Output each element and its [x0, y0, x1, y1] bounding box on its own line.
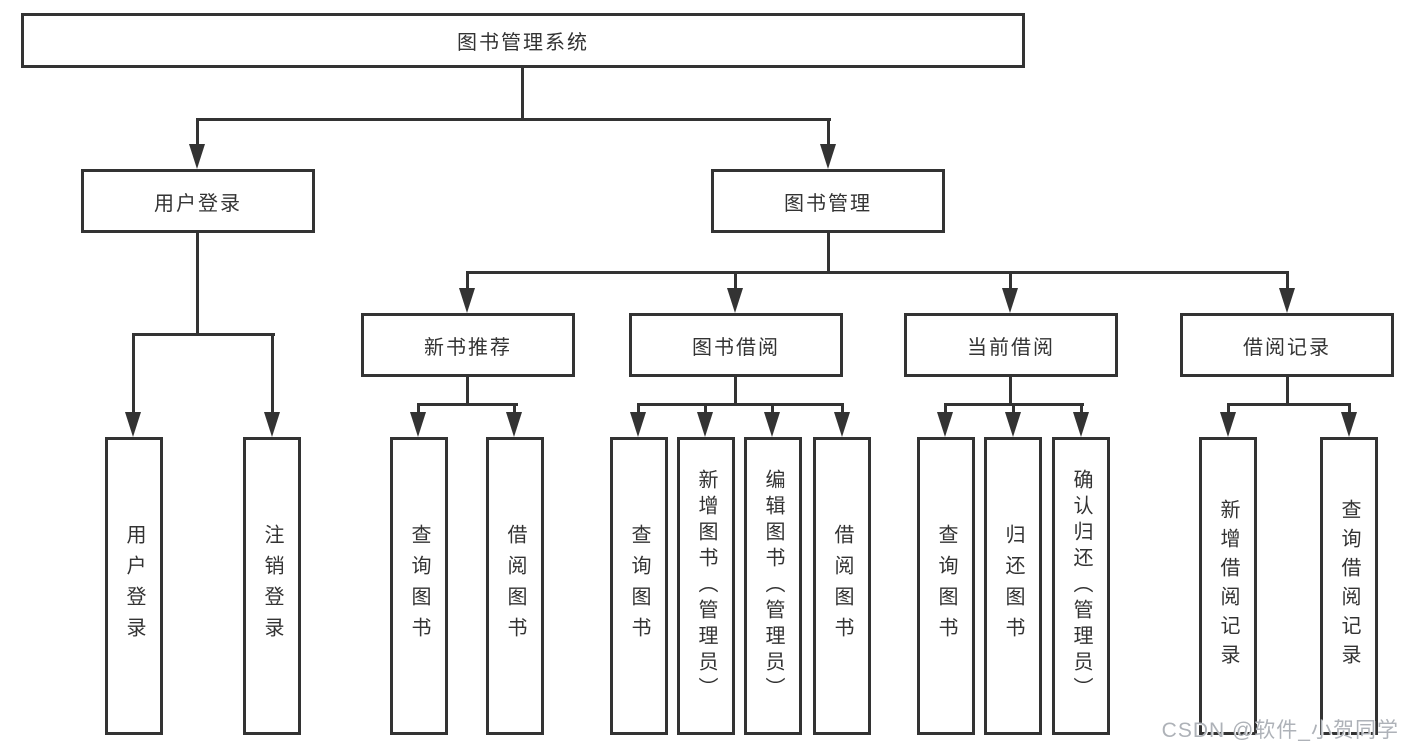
- connector-line: [841, 403, 844, 418]
- leaf-borrow-books-borrowing: 借阅图书: [813, 437, 871, 735]
- connector-line: [196, 118, 199, 150]
- leaf-logout: 注销登录: [243, 437, 301, 735]
- connector-line: [132, 333, 275, 336]
- connector-line: [1009, 271, 1012, 293]
- connector-line: [1009, 377, 1012, 406]
- leaf-query-books-borrowing: 查询图书: [610, 437, 668, 735]
- connector-line: [196, 118, 831, 121]
- leaf-add-books-admin: 新增图书（管理员）: [677, 437, 735, 735]
- connector-line: [827, 233, 830, 274]
- connector-line: [466, 377, 469, 406]
- arrowhead-down-icon: [459, 288, 475, 313]
- csdn-watermark: CSDN @软件_小贺同学: [1161, 719, 1399, 742]
- connector-line: [271, 333, 274, 418]
- connector-line: [771, 403, 774, 418]
- connector-line: [513, 403, 516, 418]
- arrowhead-down-icon: [264, 412, 280, 437]
- arrowhead-down-icon: [937, 412, 953, 437]
- leaf-confirm-return-admin: 确认归还（管理员）: [1052, 437, 1110, 735]
- node-user-login: 用户登录: [81, 169, 315, 233]
- arrowhead-down-icon: [189, 144, 205, 169]
- connector-line: [132, 333, 135, 418]
- arrowhead-down-icon: [125, 412, 141, 437]
- arrowhead-down-icon: [834, 412, 850, 437]
- connector-line: [417, 403, 518, 406]
- connector-line: [1012, 403, 1015, 418]
- arrowhead-down-icon: [727, 288, 743, 313]
- node-book-borrowing: 图书借阅: [629, 313, 843, 377]
- connector-line: [637, 403, 844, 406]
- connector-line: [944, 403, 947, 418]
- connector-line: [1227, 403, 1351, 406]
- connector-line: [417, 403, 420, 418]
- arrowhead-down-icon: [697, 412, 713, 437]
- arrowhead-down-icon: [1073, 412, 1089, 437]
- node-new-book-recommendation: 新书推荐: [361, 313, 575, 377]
- connector-line: [734, 271, 737, 293]
- leaf-borrow-books-recommend: 借阅图书: [486, 437, 544, 735]
- arrowhead-down-icon: [630, 412, 646, 437]
- connector-line: [1080, 403, 1083, 418]
- connector-line: [466, 271, 469, 293]
- leaf-query-books-recommend: 查询图书: [390, 437, 448, 735]
- arrowhead-down-icon: [410, 412, 426, 437]
- arrowhead-down-icon: [764, 412, 780, 437]
- arrowhead-down-icon: [820, 144, 836, 169]
- node-book-management: 图书管理: [711, 169, 945, 233]
- node-current-borrowing: 当前借阅: [904, 313, 1118, 377]
- arrowhead-down-icon: [1220, 412, 1236, 437]
- connector-line: [1348, 403, 1351, 418]
- leaf-query-borrow-record: 查询借阅记录: [1320, 437, 1378, 735]
- arrowhead-down-icon: [1005, 412, 1021, 437]
- connector-line: [1227, 403, 1230, 418]
- leaf-add-borrow-record: 新增借阅记录: [1199, 437, 1257, 735]
- connector-line: [827, 118, 830, 150]
- connector-line: [466, 271, 1289, 274]
- arrowhead-down-icon: [506, 412, 522, 437]
- arrowhead-down-icon: [1002, 288, 1018, 313]
- leaf-return-books: 归还图书: [984, 437, 1042, 735]
- connector-line: [704, 403, 707, 418]
- node-library-management-system: 图书管理系统: [21, 13, 1025, 68]
- connector-line: [1286, 377, 1289, 406]
- leaf-edit-books-admin: 编辑图书（管理员）: [744, 437, 802, 735]
- leaf-query-books-current: 查询图书: [917, 437, 975, 735]
- connector-line: [196, 233, 199, 336]
- leaf-user-login: 用户登录: [105, 437, 163, 735]
- connector-line: [637, 403, 640, 418]
- node-borrowing-records: 借阅记录: [1180, 313, 1394, 377]
- connector-line: [521, 68, 524, 120]
- connector-line: [1286, 271, 1289, 293]
- arrowhead-down-icon: [1279, 288, 1295, 313]
- connector-line: [734, 377, 737, 406]
- arrowhead-down-icon: [1341, 412, 1357, 437]
